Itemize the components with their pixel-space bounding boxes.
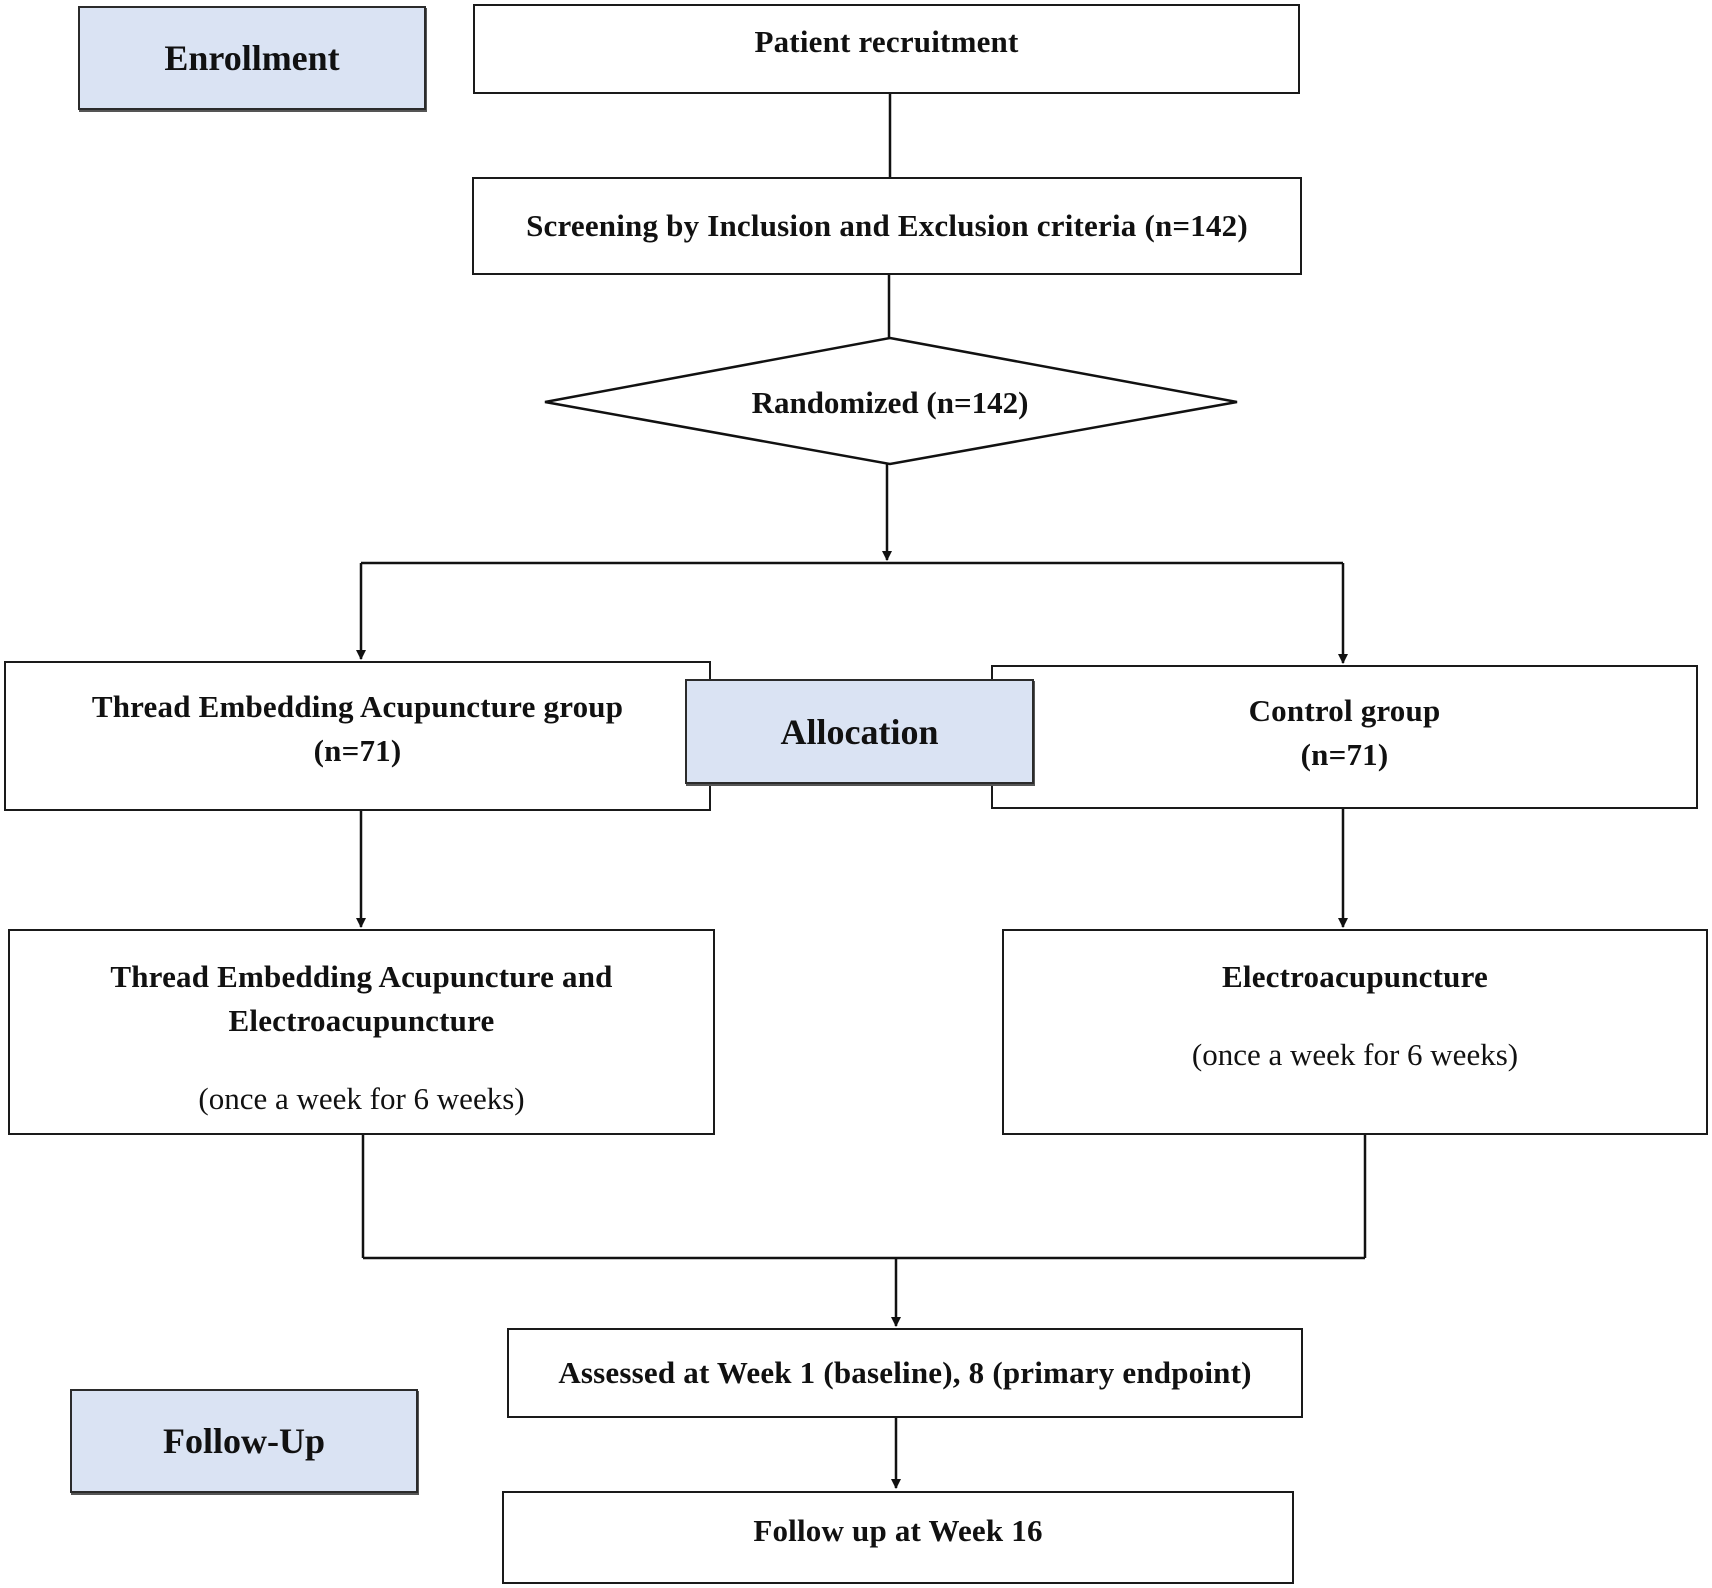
follow-up-node-text: Follow up at Week 16 — [753, 1513, 1043, 1548]
follow-up-text: Follow-Up — [163, 1421, 325, 1461]
control-treatment-box: Electroacupuncture (once a week for 6 we… — [1002, 929, 1708, 1135]
tea-group-box: Thread Embedding Acupuncture group (n=71… — [4, 661, 711, 811]
allocation-phase-label: Allocation — [685, 679, 1034, 784]
control-group-title: Control group — [1248, 693, 1441, 728]
tea-treatment-box: Thread Embedding Acupuncture and Electro… — [8, 929, 715, 1135]
control-group-count: (n=71) — [1300, 737, 1389, 772]
assessment-box: Assessed at Week 1 (baseline), 8 (primar… — [507, 1328, 1303, 1418]
enrollment-text: Enrollment — [164, 38, 340, 78]
tea-group-title: Thread Embedding Acupuncture group — [91, 689, 624, 724]
follow-up-phase-label: Follow-Up — [70, 1389, 418, 1493]
tea-treatment-line2: Electroacupuncture — [228, 1003, 495, 1038]
tea-treatment-line1: Thread Embedding Acupuncture and — [110, 959, 613, 994]
allocation-text: Allocation — [780, 711, 939, 752]
patient-recruitment-text: Patient recruitment — [754, 24, 1019, 59]
follow-up-box: Follow up at Week 16 — [502, 1491, 1294, 1584]
control-treatment-schedule: (once a week for 6 weeks) — [1191, 1037, 1519, 1072]
randomized-label: Randomized (n=142) — [751, 385, 1029, 420]
screening-text: Screening by Inclusion and Exclusion cri… — [526, 208, 1248, 243]
control-group-box: Control group (n=71) — [991, 665, 1698, 809]
control-treatment-title: Electroacupuncture — [1222, 959, 1488, 994]
tea-treatment-schedule: (once a week for 6 weeks) — [198, 1081, 525, 1116]
enrollment-phase-label: Enrollment — [78, 6, 426, 110]
randomized-diamond — [544, 336, 1238, 466]
patient-recruitment-box: Patient recruitment — [473, 4, 1300, 94]
assessment-text: Assessed at Week 1 (baseline), 8 (primar… — [558, 1355, 1252, 1390]
tea-group-count: (n=71) — [313, 733, 402, 768]
screening-box: Screening by Inclusion and Exclusion cri… — [472, 177, 1302, 275]
